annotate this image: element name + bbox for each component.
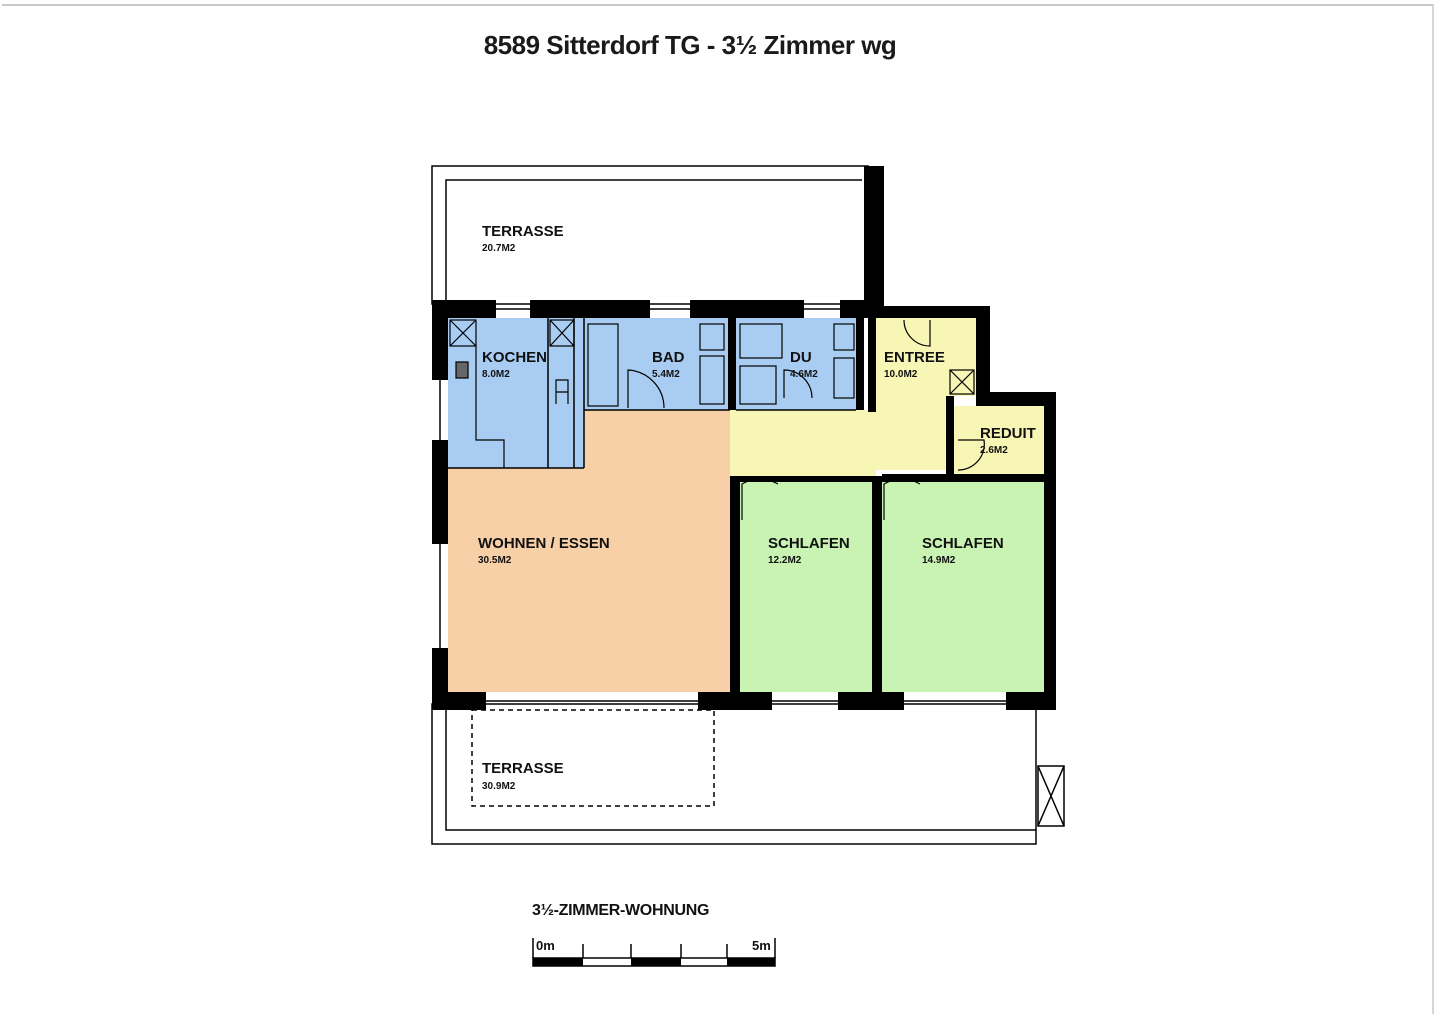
kochen-fill: [448, 318, 584, 468]
shaft-symbol: [1037, 765, 1065, 827]
wohnen-name: WOHNEN / ESSEN: [478, 535, 610, 552]
walls: [432, 166, 1056, 710]
schlafen2-fill: [880, 482, 1044, 692]
schlafen1-name: SCHLAFEN: [768, 535, 850, 552]
schlafen2-area: 14.9M2: [922, 555, 956, 566]
wohnen-area: 30.5M2: [478, 555, 512, 566]
schlafen1-fill: [740, 482, 872, 692]
terrasse-bottom-area: 30.9M2: [482, 781, 516, 792]
doors: [627, 319, 985, 520]
wohnen-fill: [448, 410, 730, 692]
schlafen1-area: 12.2M2: [768, 555, 802, 566]
scale-end: 5m: [752, 938, 771, 953]
du-fill: [736, 318, 862, 410]
entree-name: ENTREE: [884, 349, 945, 366]
kochen-name: KOCHEN: [482, 349, 547, 366]
room-fills: [448, 318, 1044, 692]
scale-bar: 0m 5m: [532, 938, 776, 967]
entree-fill: [730, 318, 976, 476]
thin-lines: [439, 308, 1006, 702]
terrasse-top-name: TERRASSE: [482, 223, 564, 240]
scale-start: 0m: [536, 938, 555, 953]
room-labels: TERRASSE 20.7M2 KOCHEN 8.0M2 BAD 5.4M2 D…: [478, 223, 1036, 792]
bad-fill: [584, 318, 728, 410]
du-name: DU: [790, 349, 812, 366]
reduit-name: REDUIT: [980, 425, 1036, 442]
schlafen2-name: SCHLAFEN: [922, 535, 1004, 552]
page-frame: [2, 4, 1434, 1014]
bad-name: BAD: [652, 349, 685, 366]
page-title: 8589 Sitterdorf TG - 3½ Zimmer wg: [483, 30, 897, 60]
du-area: 4.6M2: [790, 369, 818, 380]
terrasse-bottom-name: TERRASSE: [482, 760, 564, 777]
bad-area: 5.4M2: [652, 369, 680, 380]
reduit-area: 2.6M2: [980, 445, 1008, 456]
kochen-area: 8.0M2: [482, 369, 510, 380]
entree-area: 10.0M2: [884, 369, 918, 380]
terrasse-top-area: 20.7M2: [482, 243, 516, 254]
fixtures: [449, 319, 975, 468]
scale-title: 3½-ZIMMER-WOHNUNG: [532, 902, 710, 919]
